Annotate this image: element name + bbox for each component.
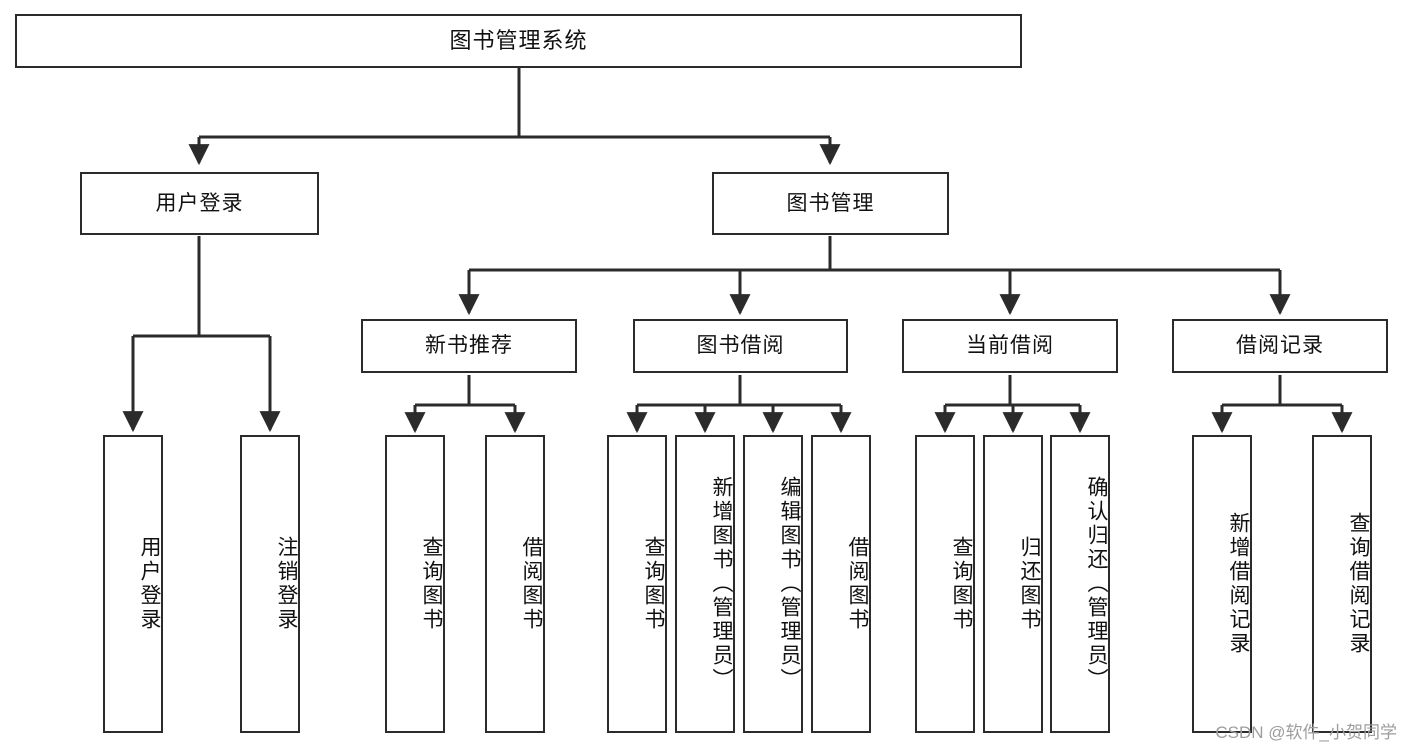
node-label: 借阅记录 bbox=[1236, 334, 1324, 358]
node-borrow-record[interactable]: 借阅记录 bbox=[1172, 319, 1388, 373]
node-new-book-recommend[interactable]: 新书推荐 bbox=[361, 319, 577, 373]
leaf-borrow-book-recommend[interactable]: 借阅图书 bbox=[485, 435, 545, 733]
leaf-query-book-current[interactable]: 查询图书 bbox=[915, 435, 975, 733]
leaf-user-login[interactable]: 用户登录 bbox=[103, 435, 163, 733]
node-label: 借阅图书 bbox=[520, 536, 543, 632]
node-label: 新增图书（管理员） bbox=[710, 476, 733, 692]
node-root-system[interactable]: 图书管理系统 bbox=[15, 14, 1022, 68]
node-label: 用户登录 bbox=[155, 191, 244, 215]
node-current-borrow[interactable]: 当前借阅 bbox=[902, 319, 1118, 373]
node-label: 图书管理 bbox=[786, 191, 875, 215]
leaf-query-book-borrow[interactable]: 查询图书 bbox=[607, 435, 667, 733]
node-book-management[interactable]: 图书管理 bbox=[712, 172, 949, 235]
node-label: 查询图书 bbox=[420, 536, 443, 632]
leaf-logout[interactable]: 注销登录 bbox=[240, 435, 300, 733]
node-label: 图书借阅 bbox=[696, 334, 785, 358]
leaf-query-book-recommend[interactable]: 查询图书 bbox=[385, 435, 445, 733]
leaf-confirm-return-admin[interactable]: 确认归还（管理员） bbox=[1050, 435, 1110, 733]
leaf-add-book-admin[interactable]: 新增图书（管理员） bbox=[675, 435, 735, 733]
leaf-add-borrow-record[interactable]: 新增借阅记录 bbox=[1192, 435, 1252, 733]
leaf-borrow-book[interactable]: 借阅图书 bbox=[811, 435, 871, 733]
node-label: 查询借阅记录 bbox=[1347, 512, 1370, 656]
node-label: 当前借阅 bbox=[966, 334, 1054, 358]
node-label: 新增借阅记录 bbox=[1227, 512, 1250, 656]
csdn-watermark: CSDN @软件_小贺同学 bbox=[1215, 723, 1397, 742]
node-user-login[interactable]: 用户登录 bbox=[80, 172, 319, 235]
leaf-query-borrow-record[interactable]: 查询借阅记录 bbox=[1312, 435, 1372, 733]
leaf-edit-book-admin[interactable]: 编辑图书（管理员） bbox=[743, 435, 803, 733]
node-book-borrow[interactable]: 图书借阅 bbox=[633, 319, 848, 373]
node-label: 借阅图书 bbox=[846, 536, 869, 632]
node-label: 用户登录 bbox=[138, 536, 161, 632]
node-label: 图书管理系统 bbox=[449, 27, 588, 53]
node-label: 编辑图书（管理员） bbox=[778, 476, 801, 692]
node-label: 确认归还（管理员） bbox=[1085, 476, 1108, 692]
node-label: 查询图书 bbox=[950, 536, 973, 632]
node-label: 注销登录 bbox=[275, 536, 298, 632]
node-label: 新书推荐 bbox=[425, 334, 513, 358]
node-label: 查询图书 bbox=[642, 536, 665, 632]
leaf-return-book[interactable]: 归还图书 bbox=[983, 435, 1043, 733]
node-label: 归还图书 bbox=[1018, 536, 1041, 632]
